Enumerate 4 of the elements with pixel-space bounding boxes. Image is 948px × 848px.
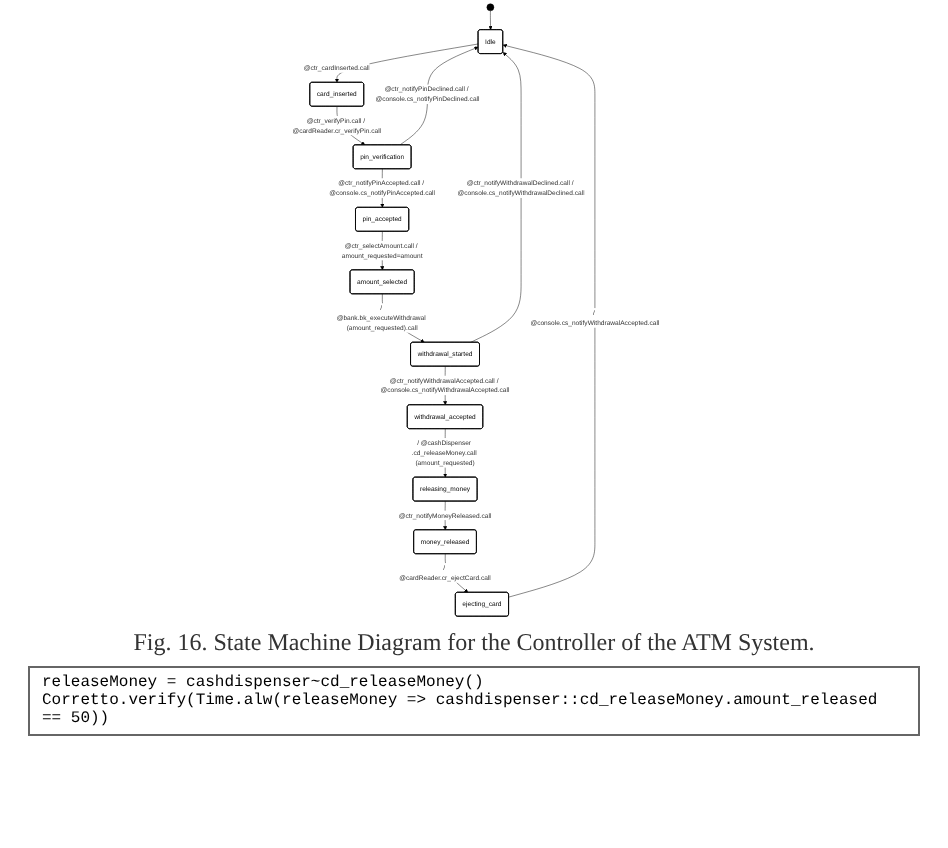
node-circle (486, 3, 494, 12)
code-line: Corretto.verify(Time.alw(releaseMoney => cashdispenser::cd_releaseMoney.amount_released == 50)) (42, 692, 880, 728)
code-line: releaseMoney = cashdispenser~cd_releaseMoney() (42, 674, 486, 692)
figure-caption: Fig. 16. State Machine Diagram for the Controller of the ATM System. (131, 628, 817, 658)
